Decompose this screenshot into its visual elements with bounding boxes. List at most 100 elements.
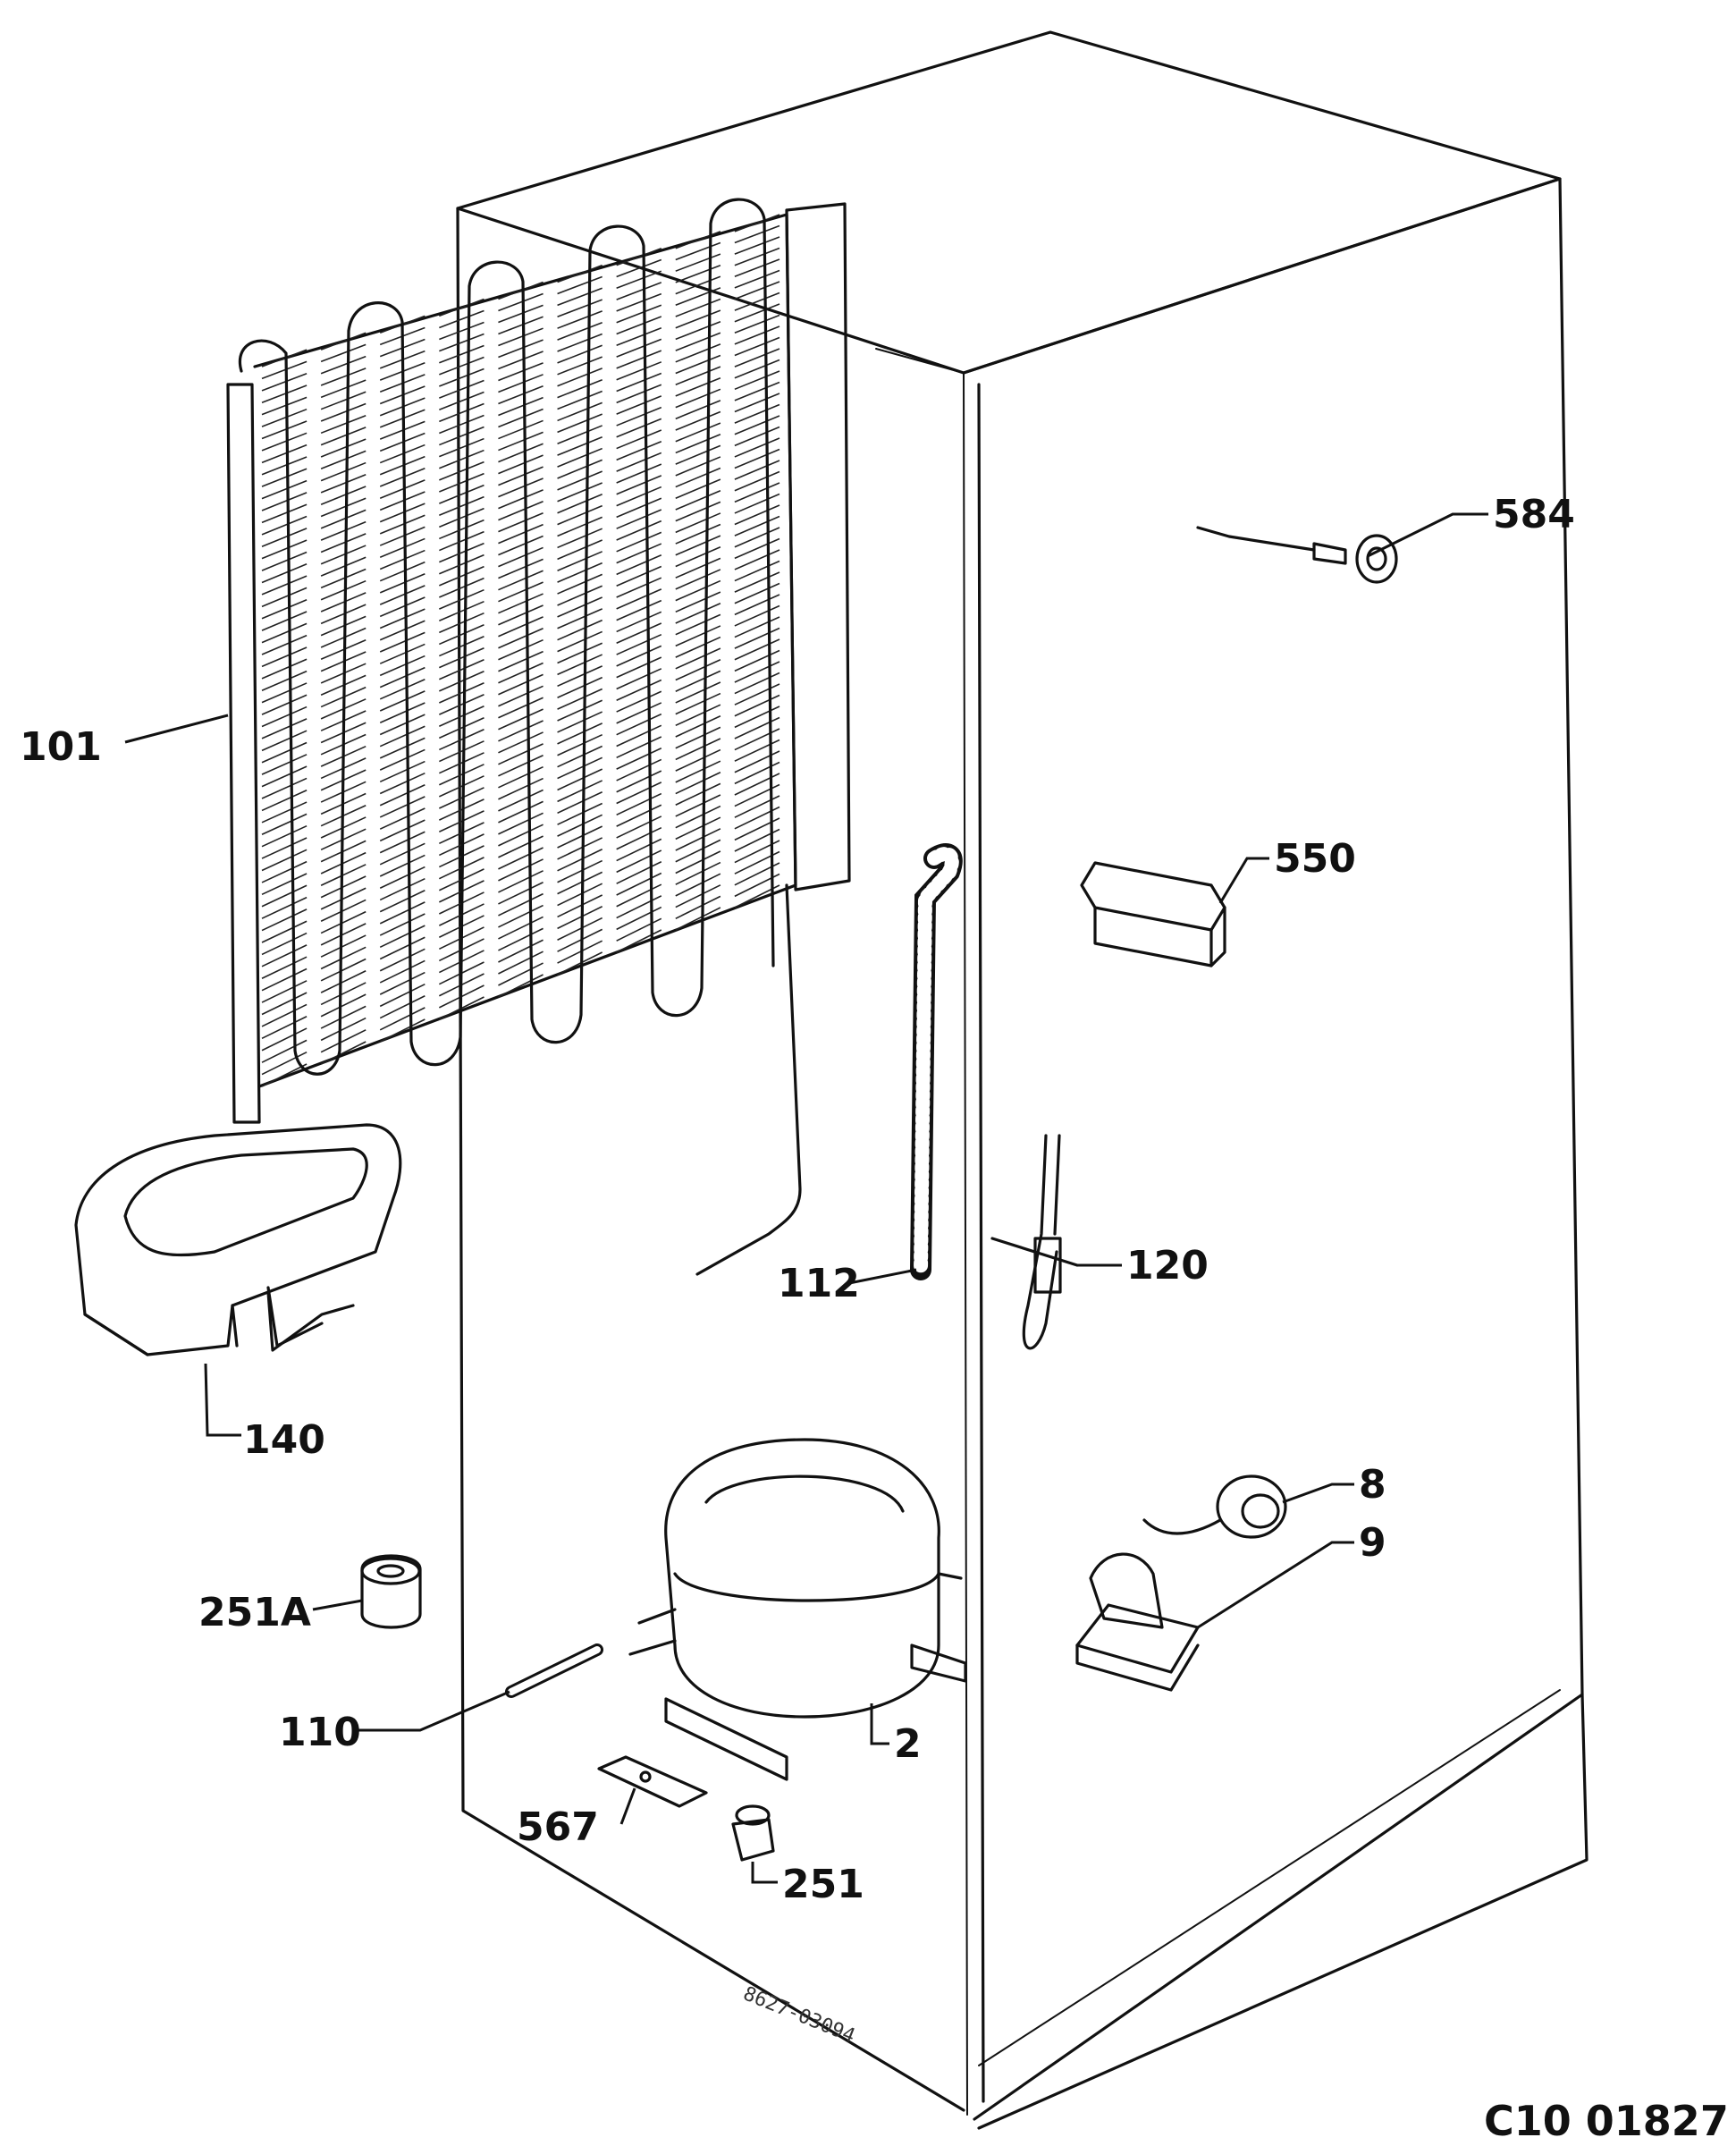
condenser-fin [320, 332, 367, 351]
condenser-fin [320, 520, 367, 541]
condenser-fin [379, 608, 426, 629]
condenser-fin [557, 275, 603, 295]
condenser-fin [498, 765, 544, 789]
condenser-fin [557, 333, 603, 352]
condenser-fin [734, 739, 780, 762]
condenser-fin [261, 896, 308, 919]
compressor-2 [628, 1438, 967, 1781]
condenser-fin [734, 750, 780, 773]
condenser-fin [498, 697, 544, 719]
condenser-fin [261, 873, 308, 896]
condenser-fin [616, 838, 662, 862]
condenser-fin [734, 493, 780, 514]
condenser-fin [320, 450, 367, 470]
condenser-fin [557, 951, 603, 976]
condenser-fin [675, 535, 721, 556]
condenser-fin [320, 579, 367, 601]
condenser-fin [261, 587, 308, 608]
condenser-fin [261, 622, 308, 644]
condenser-fin [616, 815, 662, 839]
condenser-fin [439, 682, 485, 704]
condenser-fin [675, 670, 721, 692]
condenser-fin [498, 755, 544, 777]
condenser-fin [616, 849, 662, 874]
condenser-fin [675, 647, 721, 670]
condenser-fin [616, 350, 662, 369]
condenser-fin [379, 901, 426, 925]
condenser-fin [616, 611, 662, 633]
condenser-fin [320, 875, 367, 899]
relay-8 [1142, 1474, 1287, 1539]
condenser-fin [734, 773, 780, 796]
condenser-fin [557, 573, 603, 595]
condenser-fin [557, 321, 603, 341]
condenser-fin [379, 655, 426, 677]
condenser-fin [557, 825, 603, 849]
condenser-fin [557, 745, 603, 768]
condenser-fin [616, 543, 662, 564]
label-101: 101 [20, 724, 102, 770]
condenser-fin [498, 777, 544, 800]
condenser-fin [557, 608, 603, 629]
condenser-fin [675, 478, 721, 499]
condenser-fin [675, 569, 721, 590]
condenser-fin [557, 459, 603, 479]
condenser-fin [616, 292, 662, 312]
condenser-fin [557, 447, 603, 468]
condenser-fin [379, 514, 426, 535]
condenser-fin [616, 906, 662, 931]
condenser-fin [379, 983, 426, 1008]
condenser-fin [261, 408, 308, 427]
condenser-fin [616, 826, 662, 850]
condenser-fin [734, 258, 780, 278]
condenser-fin [675, 275, 721, 295]
condenser-fin [557, 722, 603, 745]
condenser-fin [557, 883, 603, 907]
condenser-fin [675, 726, 721, 749]
condenser-fin [261, 860, 308, 883]
condenser-fin [616, 622, 662, 644]
condenser-fin [439, 764, 485, 786]
condenser-fin [379, 714, 426, 736]
condenser-fin [557, 562, 603, 583]
condenser-fin [557, 654, 603, 676]
condenser-fin [379, 503, 426, 523]
condenser-fin [734, 571, 780, 593]
condenser-fin [616, 792, 662, 816]
condenser-fin [498, 581, 544, 603]
condenser-fin [675, 523, 721, 545]
condenser-fin [616, 679, 662, 702]
condenser-fin [616, 736, 662, 759]
condenser-fin [734, 482, 780, 503]
condenser-fin [261, 670, 308, 691]
condenser-fin [439, 507, 485, 528]
condenser-fin [557, 642, 603, 664]
condenser-fin [557, 494, 603, 514]
condenser-fin [261, 790, 308, 812]
condenser-fin [557, 711, 603, 733]
condenser-fin [261, 824, 308, 848]
condenser-fin [498, 443, 544, 463]
condenser-fin [675, 388, 721, 409]
condenser-fin [379, 877, 426, 901]
condenser-fin [557, 814, 603, 837]
condenser-fin [261, 528, 308, 547]
condenser-fin [498, 962, 544, 986]
condenser-fin [320, 497, 367, 518]
condenser-fin [498, 454, 544, 475]
condenser-fin [675, 376, 721, 397]
condenser-fin [439, 752, 485, 774]
condenser-fin [498, 384, 544, 405]
condenser-fin [261, 730, 308, 752]
condenser-fin [439, 671, 485, 692]
condenser-fin [616, 270, 662, 290]
condenser-fin [557, 676, 603, 698]
condenser-fin [557, 378, 603, 399]
condenser-fin [675, 320, 721, 341]
condenser-fin [675, 760, 721, 783]
condenser-fin [616, 304, 662, 324]
condenser-fin [734, 638, 780, 661]
condenser-fin [320, 864, 367, 887]
condenser-fin [734, 694, 780, 717]
